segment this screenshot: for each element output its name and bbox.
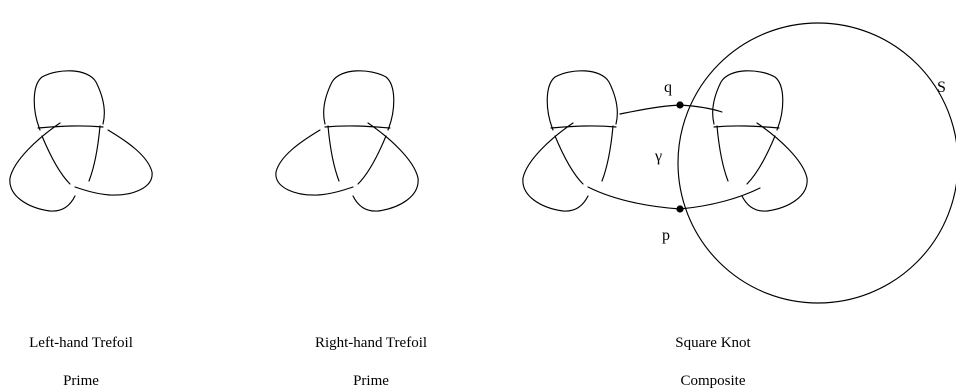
square-knot-right-strand-c <box>716 125 729 182</box>
point-q-label: q <box>664 79 672 96</box>
square-knot-right-top-lobe <box>712 70 784 131</box>
left-trefoil-strand-c <box>88 125 101 182</box>
right-trefoil-strand-a <box>324 125 391 129</box>
caption-knot-type-1: Prime <box>63 373 99 389</box>
left-trefoil-strand-b <box>41 135 71 185</box>
square-knot-right-strand-a <box>713 125 780 129</box>
square-knot-left-strand-b <box>554 135 584 185</box>
left-trefoil-top-lobe <box>33 70 105 131</box>
right-trefoil-strand-c <box>327 125 340 182</box>
square-knot: S q p γ <box>522 22 956 304</box>
square-knot-right-strand-b <box>746 135 776 185</box>
square-knot-lower-band <box>587 186 761 210</box>
point-p-label: p <box>662 227 670 244</box>
caption-knot-type-3: Composite <box>680 373 745 389</box>
square-knot-right-bottom-lobe <box>741 122 808 212</box>
caption-knot-type-2: Prime <box>353 373 389 389</box>
left-hand-trefoil <box>9 70 153 212</box>
square-knot-left-strand-c <box>601 125 614 182</box>
square-knot-left-strand-a <box>550 125 617 129</box>
right-hand-trefoil <box>275 70 419 212</box>
square-knot-left-bottom-lobe <box>522 122 589 212</box>
right-trefoil-right-lobe <box>352 122 419 212</box>
square-knot-upper-band <box>619 104 723 115</box>
left-trefoil-strand-a <box>37 125 104 129</box>
right-trefoil-top-lobe <box>323 70 395 131</box>
square-knot-left-top-lobe <box>546 70 618 131</box>
caption-knot-name-1: Left-hand Trefoil <box>29 335 133 351</box>
caption-knot-name-3: Square Knot <box>675 335 751 351</box>
caption-knot-name-2: Right-hand Trefoil <box>315 335 427 351</box>
point-q-dot <box>676 101 684 109</box>
left-trefoil-right-lobe <box>74 129 153 196</box>
left-trefoil-left-lobe <box>9 122 76 212</box>
right-trefoil-left-lobe <box>275 129 354 196</box>
sphere-label: S <box>937 79 946 96</box>
sphere-s <box>677 22 956 304</box>
arc-gamma-label: γ <box>654 148 662 165</box>
point-p-dot <box>676 205 684 213</box>
right-trefoil-strand-b <box>357 135 387 185</box>
